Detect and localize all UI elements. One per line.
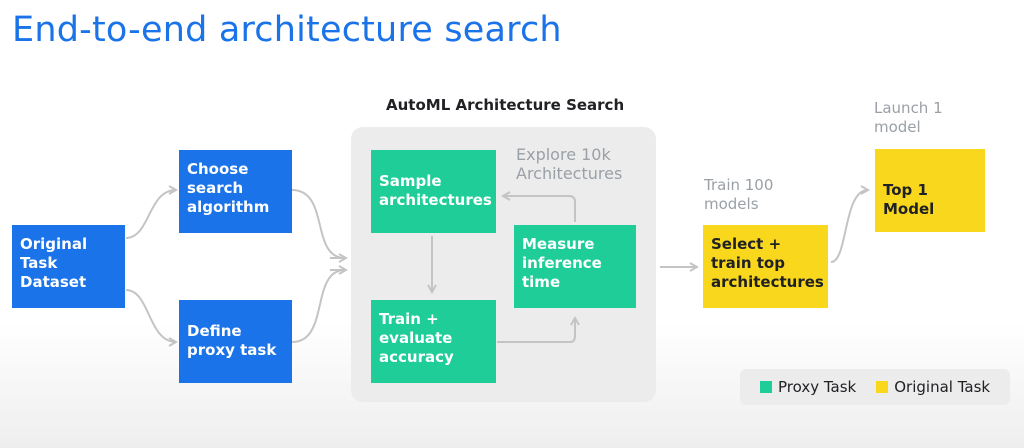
explore-annotation: Explore 10k Architectures — [516, 145, 623, 183]
arrow-dataset-to-proxy — [125, 289, 176, 342]
top-model-node: Top 1 Model — [875, 149, 985, 232]
choose-search-node: Choose search algorithm — [179, 150, 292, 233]
arrow-dataset-to-choose — [125, 190, 176, 239]
legend: Proxy Task Original Task — [740, 369, 1010, 405]
arrow-measure-to-sample — [503, 196, 576, 222]
train100-annotation: Train 100 models — [704, 176, 774, 213]
legend-proxy: Proxy Task — [760, 378, 856, 396]
original-dataset-node: Original Task Dataset — [12, 225, 125, 308]
legend-original-label: Original Task — [894, 378, 991, 396]
sample-architectures-node: Sample architectures — [371, 150, 496, 233]
proxy-swatch — [760, 381, 772, 393]
arrow-choose-to-panel — [291, 189, 346, 259]
page-title: End-to-end architecture search — [12, 10, 562, 50]
define-proxy-node: Define proxy task — [179, 300, 292, 383]
select-train-node: Select + train top architectures — [703, 225, 828, 308]
legend-original: Original Task — [876, 378, 990, 396]
train-evaluate-node: Train + evaluate accuracy — [371, 300, 496, 383]
arrow-train-to-measure — [497, 318, 575, 343]
measure-inference-node: Measure inference time — [514, 225, 636, 308]
arrow-select-to-top — [830, 190, 868, 263]
launch1-annotation: Launch 1 model — [874, 99, 943, 136]
section-label: AutoML Architecture Search — [386, 96, 625, 114]
arrow-proxy-to-panel — [291, 269, 346, 343]
legend-proxy-label: Proxy Task — [778, 378, 857, 396]
original-swatch — [876, 381, 889, 393]
